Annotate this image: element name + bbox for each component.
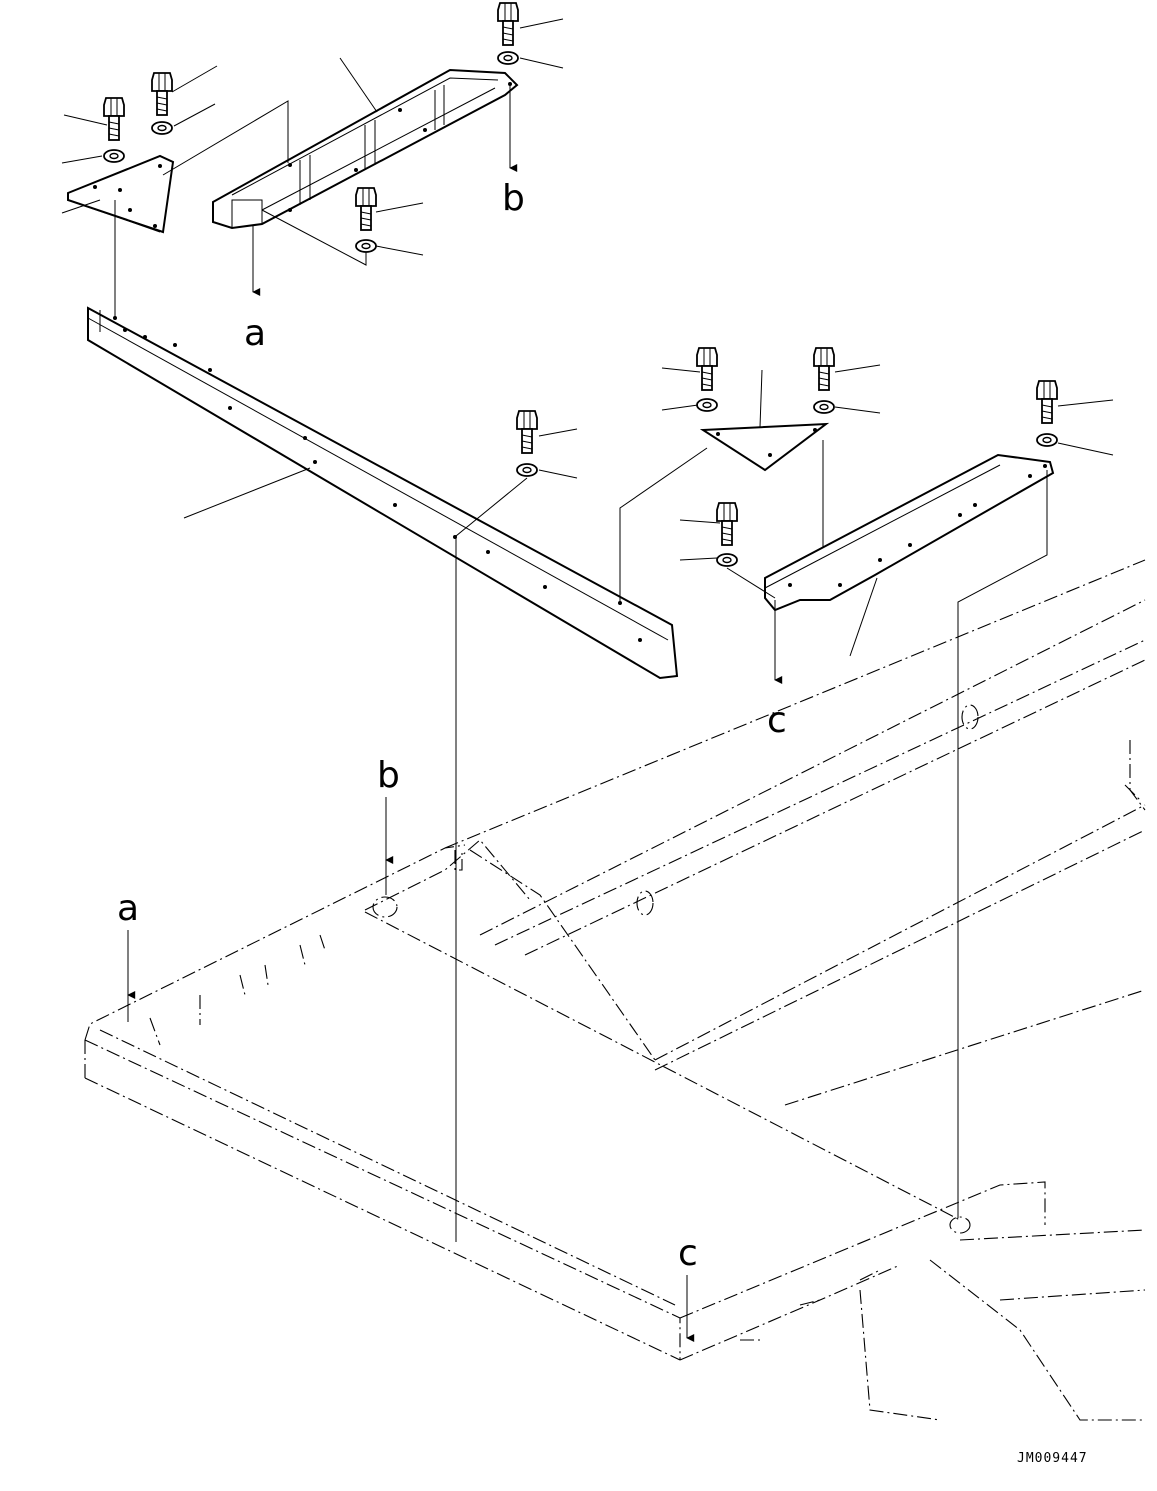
long-side-rail (87, 306, 679, 680)
right-angle-bracket (764, 453, 1055, 612)
bolt-icon (103, 97, 125, 141)
bolt-icon (1036, 380, 1058, 424)
upper-channel-bracket (212, 68, 519, 230)
bolt-icon (716, 502, 738, 546)
label-a-top: a (244, 313, 266, 354)
label-a-bottom: a (117, 888, 139, 929)
washer-icon (813, 400, 835, 414)
washer-icon (516, 463, 538, 477)
label-b-bottom: b (377, 755, 400, 796)
bolt-icon (813, 347, 835, 391)
washer-icon (103, 149, 125, 163)
bolt-icon (497, 2, 519, 46)
washer-icon (716, 553, 738, 567)
bolt-icon (516, 410, 538, 454)
washer-icon (696, 398, 718, 412)
main-frame (84, 559, 1146, 1421)
label-c-bottom: c (678, 1233, 698, 1274)
bolt-icon (696, 347, 718, 391)
triangle-gusset (699, 422, 830, 472)
bolt-icon (151, 72, 173, 116)
washer-icon (1036, 433, 1058, 447)
washer-icon (355, 239, 377, 253)
washer-icon (151, 121, 173, 135)
label-c-top: c (767, 700, 787, 741)
left-bracket-plate (67, 154, 175, 234)
washer-icon (497, 51, 519, 65)
label-b-top: b (502, 178, 525, 219)
drawing-code: JM009447 (1017, 1451, 1088, 1466)
bolt-icon (355, 187, 377, 231)
